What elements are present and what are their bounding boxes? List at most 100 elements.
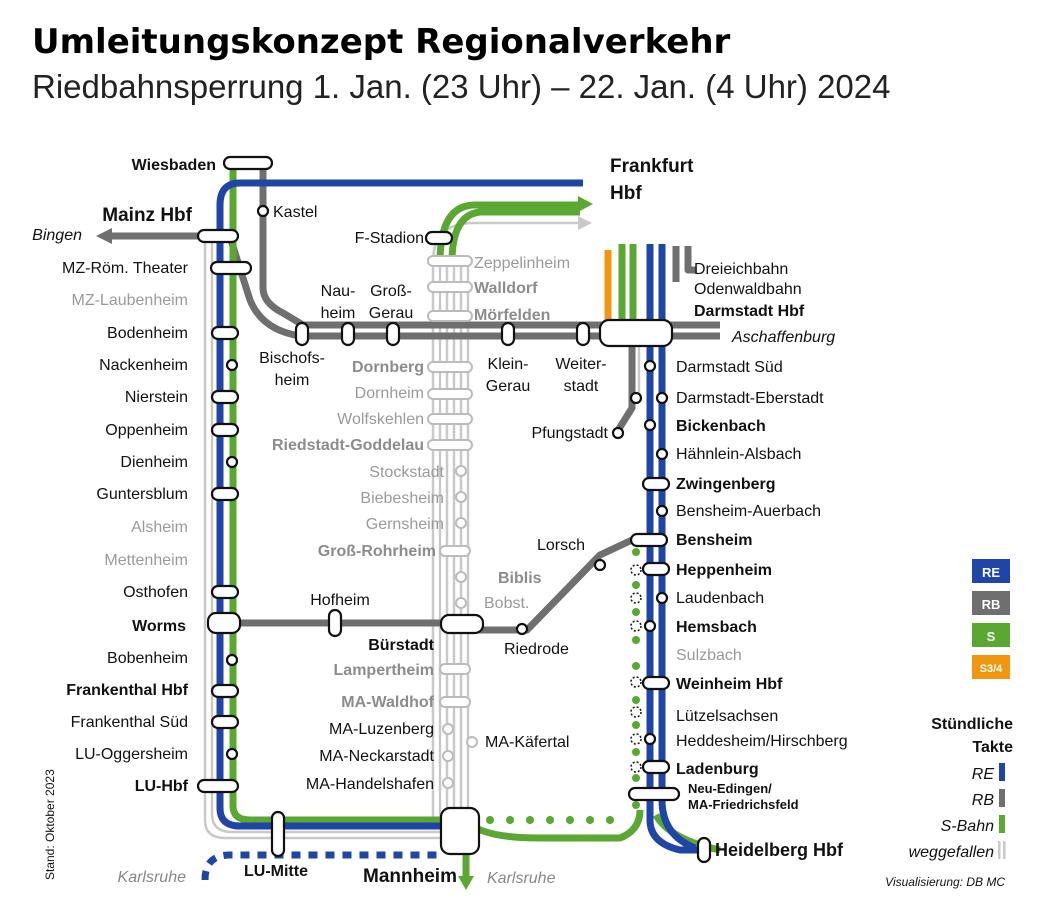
mannheim-s-arrow (458, 876, 474, 890)
label-kastel: Kastel (273, 204, 317, 221)
label-laudenbach: Laudenbach (676, 590, 764, 607)
label-nierstein: Nierstein (125, 389, 188, 406)
label-gross-rohrheim: Groß-Rohrheim (318, 543, 436, 560)
label-bobst: Bobst. (484, 595, 529, 612)
label-biblis: Biblis (498, 570, 542, 587)
label-bobenheim: Bobenheim (107, 650, 188, 667)
label-frankenthal: Frankenthal Hbf (66, 682, 188, 699)
label-darmstadt-sued: Darmstadt Süd (676, 359, 783, 376)
label-walldorf: Walldorf (474, 280, 538, 297)
label-darmstadt-hbf: Darmstadt Hbf (694, 303, 805, 320)
label-haehnlein: Hähnlein-Alsbach (676, 446, 801, 463)
label-bensheim: Bensheim (676, 532, 752, 549)
label-hemsbach: Hemsbach (676, 619, 757, 636)
label-bodenheim: Bodenheim (107, 325, 188, 342)
label-heidelberg: Heidelberg Hbf (715, 840, 844, 860)
label-moerfelden: Mörfelden (474, 307, 550, 324)
label-weiterstadt-2: stadt (564, 378, 599, 395)
label-mz-roem: MZ-Röm. Theater (62, 260, 189, 277)
label-neckarstadt: MA-Neckarstadt (319, 748, 434, 765)
label-sulzbach: Sulzbach (676, 647, 742, 664)
label-dornberg: Dornberg (352, 359, 424, 376)
label-f-stadion: F-Stadion (355, 230, 424, 247)
stations (196, 155, 712, 864)
label-mettenheim: Mettenheim (104, 552, 188, 569)
label-mz-laubenheim: MZ-Laubenheim (72, 292, 189, 309)
label-oppenheim: Oppenheim (105, 422, 188, 439)
label-zwingenberg: Zwingenberg (676, 476, 776, 493)
legend-takte-1: Stündliche (931, 716, 1013, 733)
label-guntersblum: Guntersblum (96, 486, 188, 503)
label-gernsheim: Gernsheim (366, 516, 444, 533)
label-klein-gerau-2: Gerau (486, 378, 530, 395)
station-labels: Wiesbaden Kastel Mainz Hbf Bingen MZ-Röm… (32, 156, 847, 887)
label-nauheim-1: Nau- (321, 283, 356, 300)
legend-cancelled: weggefallen (909, 844, 995, 861)
legend: RE RB S S3/4 Stündliche Takte RE RB S-Ba… (909, 559, 1013, 861)
label-lorsch: Lorsch (537, 537, 585, 554)
label-bischofsheim-1: Bischofs- (259, 350, 325, 367)
label-gross-gerau-2: Gerau (369, 305, 413, 322)
label-lu-mitte: LU-Mitte (244, 863, 308, 880)
label-dreieichbahn: Dreieichbahn (694, 261, 788, 278)
legend-badge-s34: S3/4 (980, 663, 1004, 675)
legend-rb: RB (972, 792, 995, 809)
label-odenwaldbahn: Odenwaldbahn (694, 281, 802, 298)
label-bischofsheim-2: heim (275, 372, 310, 389)
stand-date: Stand: Oktober 2023 (43, 769, 57, 880)
legend-badge-re: RE (982, 565, 1000, 580)
label-heddesheim: Heddesheim/Hirschberg (676, 733, 848, 750)
label-klein-gerau-1: Klein- (488, 356, 529, 373)
label-bickenbach: Bickenbach (676, 418, 766, 435)
label-frankenthal-sued: Frankenthal Süd (71, 714, 188, 731)
label-oggersheim: LU-Oggersheim (75, 746, 188, 763)
page-subtitle: Riedbahnsperrung 1. Jan. (23 Uhr) – 22. … (32, 68, 891, 105)
label-mainz: Mainz Hbf (102, 205, 192, 226)
s-dotted (486, 548, 640, 824)
cancelled-arrow (578, 216, 592, 230)
legend-takte-2: Takte (972, 739, 1013, 756)
label-wolfskehlen: Wolfskehlen (337, 411, 424, 428)
label-aschaffenburg: Aschaffenburg (731, 329, 835, 346)
label-heppenheim: Heppenheim (676, 562, 772, 579)
label-biebesheim: Biebesheim (360, 490, 444, 507)
label-frankfurt-1: Frankfurt (610, 156, 694, 177)
label-wiesbaden: Wiesbaden (132, 157, 216, 174)
label-kaefertal: MA-Käfertal (485, 734, 569, 751)
label-karlsruhe-east: Karlsruhe (487, 870, 556, 887)
re-dotted-karlsruhe (201, 851, 440, 881)
label-ladenburg: Ladenburg (676, 761, 759, 778)
label-bingen: Bingen (32, 227, 82, 244)
label-frankfurt-2: Hbf (610, 183, 642, 204)
label-luetzelsachsen: Lützelsachsen (676, 708, 778, 725)
label-darmstadt-eberstadt: Darmstadt-Eberstadt (676, 390, 824, 407)
page-title: Umleitungskonzept Regionalverkehr (32, 22, 731, 62)
label-alsheim: Alsheim (131, 519, 188, 536)
label-hofheim: Hofheim (310, 592, 370, 609)
credit: Visualisierung: DB MC (885, 875, 1005, 889)
bingen-arrow (96, 228, 112, 244)
label-handelshafen: MA-Handelshafen (306, 776, 434, 793)
label-dornheim: Dornheim (355, 385, 424, 402)
label-nackenheim: Nackenheim (99, 357, 188, 374)
label-riedrode: Riedrode (504, 641, 569, 658)
legend-s: S-Bahn (941, 818, 994, 835)
label-waldhof: MA-Waldhof (341, 694, 434, 711)
label-karlsruhe-west: Karlsruhe (118, 869, 187, 886)
label-worms: Worms (132, 618, 186, 635)
label-bensheim-auerbach: Bensheim-Auerbach (676, 503, 821, 520)
label-neu-edingen-1: Neu-Edingen/ (688, 781, 772, 796)
label-nauheim-2: heim (321, 305, 356, 322)
label-mannheim: Mannheim (363, 866, 457, 887)
label-riedstadt: Riedstadt-Goddelau (272, 437, 424, 454)
label-pfungstadt: Pfungstadt (532, 425, 609, 442)
label-neu-edingen-2: MA-Friedrichsfeld (688, 797, 799, 812)
frankfurt-s-arrow-1 (578, 196, 593, 212)
legend-re: RE (972, 766, 995, 783)
label-zeppelinheim: Zeppelinheim (474, 255, 570, 272)
label-buerstadt: Bürstadt (368, 637, 434, 654)
label-luzenberg: MA-Luzenberg (329, 721, 434, 738)
label-dienheim: Dienheim (120, 454, 188, 471)
label-gross-gerau-1: Groß- (370, 283, 412, 300)
